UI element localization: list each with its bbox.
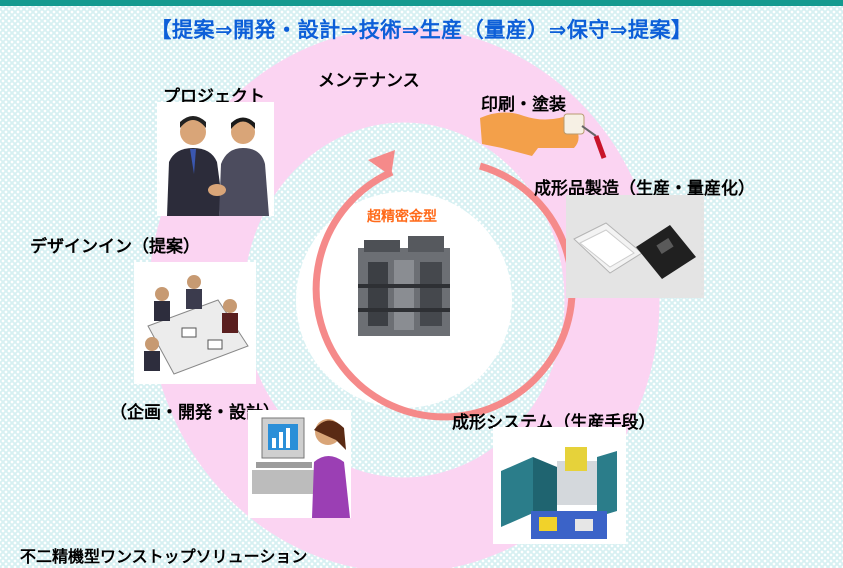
cycle-arrowhead: [368, 150, 395, 176]
label-design-in: デザインイン（提案）: [30, 237, 200, 257]
designer-computer-illustration: [248, 410, 351, 518]
cycle-arrow: [312, 162, 576, 421]
page-title: 【提案⇒開発・設計⇒技術⇒生産（量産）⇒保守⇒提案】: [150, 18, 693, 42]
label-planning-development-design: （企画・開発・設計）: [110, 403, 280, 423]
molding-machine-illustration: [493, 427, 626, 544]
molded-parts-photo: [566, 195, 704, 298]
label-molded-products: 成形品製造（生産・量産化）: [534, 179, 755, 199]
label-maintenance: メンテナンス: [318, 71, 420, 91]
handshake-illustration: [157, 102, 274, 216]
meeting-illustration: [134, 262, 256, 384]
paint-roller-illustration: [480, 112, 607, 159]
precision-mold-photo: [350, 230, 458, 342]
label-printing: 印刷・塗装: [481, 95, 566, 115]
top-accent-bar: [0, 0, 843, 6]
center-label-ultra-precision-mold: 超精密金型: [367, 209, 437, 225]
footer-solution-label: 不二精機型ワンストップソリューション: [20, 547, 308, 566]
